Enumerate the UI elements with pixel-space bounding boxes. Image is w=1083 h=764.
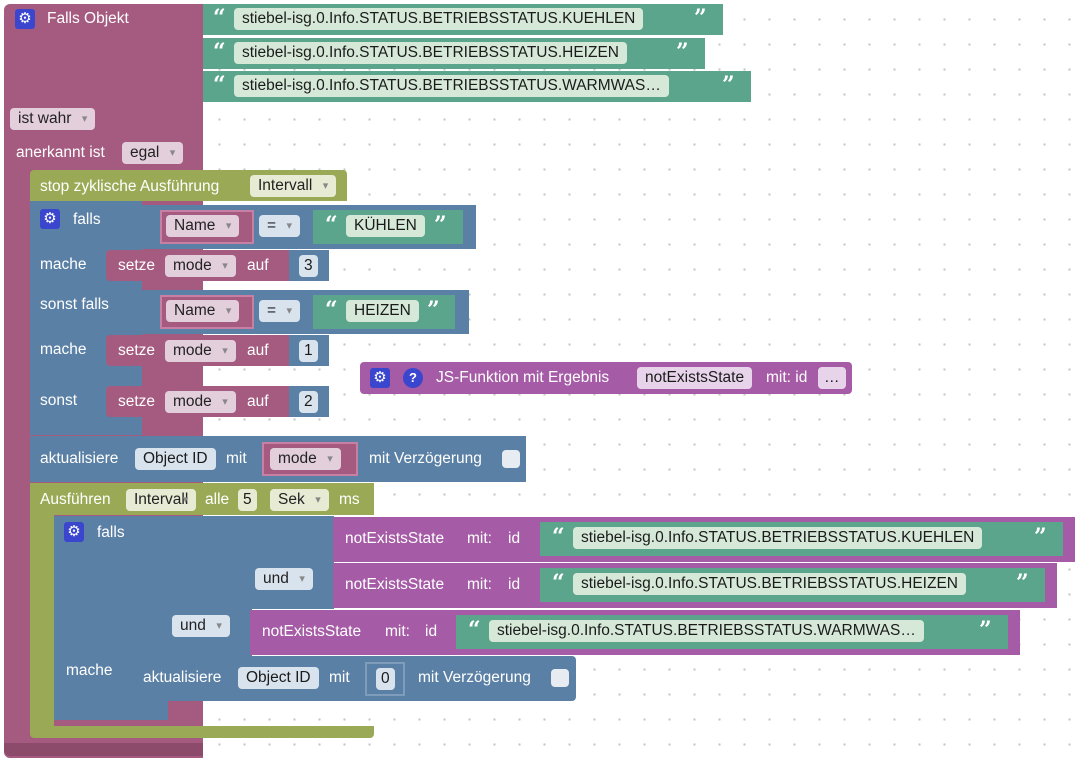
update-delay-label-2: mit Verzögerung <box>418 669 531 686</box>
if-sonst-label: sonst <box>40 392 78 409</box>
if-mache-label-2: mache <box>40 341 87 358</box>
op-dropdown-1[interactable]: = <box>259 215 301 237</box>
not-exists-fn-1: notExistsState <box>345 530 445 547</box>
trigger-header-right <box>193 4 203 168</box>
update-value-field[interactable]: 0 <box>376 668 395 690</box>
and-dropdown-inner[interactable]: und <box>255 568 313 590</box>
update-delay-checkbox-1[interactable] <box>502 450 520 468</box>
js-function-mit: mit: id <box>766 369 808 386</box>
num-field-3[interactable]: 2 <box>299 391 318 413</box>
trigger-id-field-3[interactable]: stiebel-isg.0.Info.STATUS.BETRIEBSSTATUS… <box>234 75 669 97</box>
js-function-more[interactable]: … <box>818 367 846 389</box>
inner-and-inner[interactable] <box>248 516 334 609</box>
num-field-1[interactable]: 3 <box>299 255 318 277</box>
gear-icon[interactable]: ⚙ <box>370 368 390 388</box>
stop-label: stop zyklische Ausführung <box>40 178 220 195</box>
quote-open-icon: “ <box>213 72 226 98</box>
update-object-id-2[interactable]: Object ID <box>238 667 319 689</box>
update-object-id-1[interactable]: Object ID <box>135 448 216 470</box>
cond-var-dropdown-2[interactable]: Name <box>166 300 240 322</box>
quote-close-icon: ” <box>676 39 689 65</box>
trigger-title: Falls Objekt <box>47 10 129 27</box>
quote-open-icon: “ <box>325 212 338 238</box>
ack-dropdown[interactable]: egal <box>122 142 184 164</box>
stop-timer-dropdown[interactable]: Intervall <box>250 175 337 197</box>
set-label-2: setze <box>118 342 156 359</box>
not-exists-id-3: id <box>425 623 438 640</box>
quote-open-icon: “ <box>325 297 338 323</box>
interval-unit-dropdown[interactable]: Sek <box>270 489 329 511</box>
interval-ms: ms <box>339 491 360 508</box>
auf-label-1: auf <box>247 257 269 274</box>
gear-icon[interactable]: ⚙ <box>64 522 84 542</box>
trigger-id-field-2[interactable]: stiebel-isg.0.Info.STATUS.BETRIEBSSTATUS… <box>234 42 627 64</box>
quote-close-icon: ” <box>427 297 440 323</box>
if-sonst-falls-label: sonst falls <box>40 296 109 313</box>
not-exists-mit-2: mit: <box>467 576 492 593</box>
quote-close-icon: ” <box>722 72 735 98</box>
inner-falls-label: falls <box>97 524 125 541</box>
set-var-dropdown-3[interactable]: mode <box>165 391 236 413</box>
quote-open-icon: “ <box>213 39 226 65</box>
condition-dropdown[interactable]: ist wahr <box>10 108 96 130</box>
not-exists-fn-2: notExistsState <box>345 576 445 593</box>
auf-label-3: auf <box>247 393 269 410</box>
and-dropdown-outer[interactable]: und <box>172 615 230 637</box>
interval-label: Ausführen <box>40 491 111 508</box>
interval-timer-dropdown[interactable]: Intervall <box>126 489 197 511</box>
js-function-block[interactable] <box>360 362 852 394</box>
set-label-1: setze <box>118 257 156 274</box>
gear-icon[interactable]: ⚙ <box>15 9 35 29</box>
update-var-dropdown[interactable]: mode <box>270 448 341 470</box>
set-label-3: setze <box>118 393 156 410</box>
quote-open-icon: “ <box>552 570 565 596</box>
update-mit-1: mit <box>226 450 247 467</box>
not-exists-id-field-1[interactable]: stiebel-isg.0.Info.STATUS.BETRIEBSSTATUS… <box>573 527 983 549</box>
if-falls-label: falls <box>73 211 101 228</box>
interval-left-bar <box>30 515 54 727</box>
update-label-1: aktualisiere <box>40 450 119 467</box>
js-function-name[interactable]: notExistsState <box>637 367 753 389</box>
update-label-2: aktualisiere <box>143 669 222 686</box>
update-delay-checkbox-2[interactable] <box>551 669 569 687</box>
trigger-bottom-bar <box>4 743 203 756</box>
update-block-2[interactable] <box>131 656 576 701</box>
not-exists-id-field-3[interactable]: stiebel-isg.0.Info.STATUS.BETRIEBSSTATUS… <box>489 620 924 642</box>
update-mit-2: mit <box>329 669 350 686</box>
cmp-text-field-1[interactable]: KÜHLEN <box>346 215 425 237</box>
not-exists-id-field-2[interactable]: stiebel-isg.0.Info.STATUS.BETRIEBSSTATUS… <box>573 573 966 595</box>
op-dropdown-2[interactable]: = <box>259 300 301 322</box>
inner-mache-label: mache <box>66 662 113 679</box>
interval-bottom-bar <box>30 726 374 738</box>
cond-var-dropdown-1[interactable]: Name <box>166 215 240 237</box>
quote-close-icon: ” <box>694 5 707 31</box>
help-icon[interactable]: ? <box>403 368 423 388</box>
if-mache-label-1: mache <box>40 256 87 273</box>
not-exists-id-1: id <box>508 530 521 547</box>
not-exists-mit-3: mit: <box>385 623 410 640</box>
num-field-2[interactable]: 1 <box>299 340 318 362</box>
quote-close-icon: ” <box>979 617 992 643</box>
not-exists-fn-3: notExistsState <box>262 623 362 640</box>
ack-label: anerkannt ist <box>16 144 105 161</box>
trigger-id-field-1[interactable]: stiebel-isg.0.Info.STATUS.BETRIEBSSTATUS… <box>234 8 644 30</box>
auf-label-2: auf <box>247 342 269 359</box>
interval-amount[interactable]: 5 <box>238 489 257 511</box>
update-delay-label-1: mit Verzögerung <box>369 450 482 467</box>
quote-open-icon: “ <box>213 5 226 31</box>
quote-close-icon: ” <box>434 212 447 238</box>
interval-alle: alle <box>205 491 230 508</box>
set-var-dropdown-1[interactable]: mode <box>165 255 236 277</box>
js-function-label: JS-Funktion mit Ergebnis <box>436 369 610 386</box>
gear-icon[interactable]: ⚙ <box>40 209 60 229</box>
cmp-text-field-2[interactable]: HEIZEN <box>346 300 419 322</box>
quote-close-icon: ” <box>1016 570 1029 596</box>
quote-close-icon: ” <box>1034 524 1047 550</box>
not-exists-id-2: id <box>508 576 521 593</box>
not-exists-mit-1: mit: <box>467 530 492 547</box>
quote-open-icon: “ <box>552 524 565 550</box>
quote-open-icon: “ <box>468 617 481 643</box>
set-var-dropdown-2[interactable]: mode <box>165 340 236 362</box>
